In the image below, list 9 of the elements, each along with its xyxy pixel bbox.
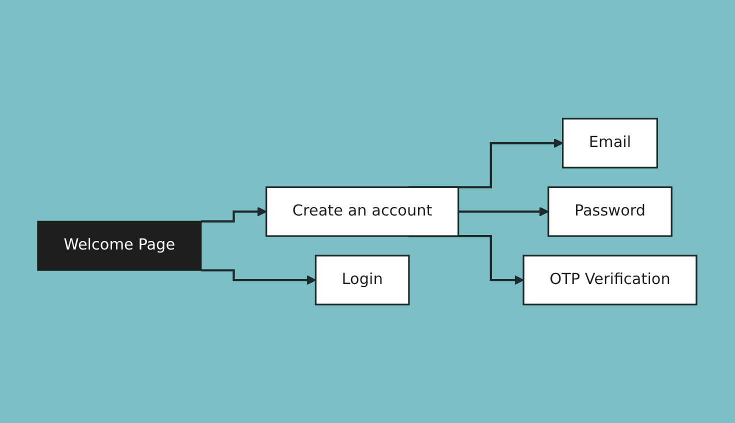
- node-box: Email: [562, 118, 658, 168]
- arrow: [202, 206, 268, 222]
- node-box: OTP Verification: [523, 254, 698, 306]
- node-box: Password: [548, 186, 673, 237]
- arrow: [458, 206, 550, 216]
- node-box: Welcome Page: [38, 220, 202, 271]
- arrow: [202, 269, 317, 285]
- node-box: Login: [315, 254, 410, 306]
- node-box: Create an account: [266, 186, 460, 237]
